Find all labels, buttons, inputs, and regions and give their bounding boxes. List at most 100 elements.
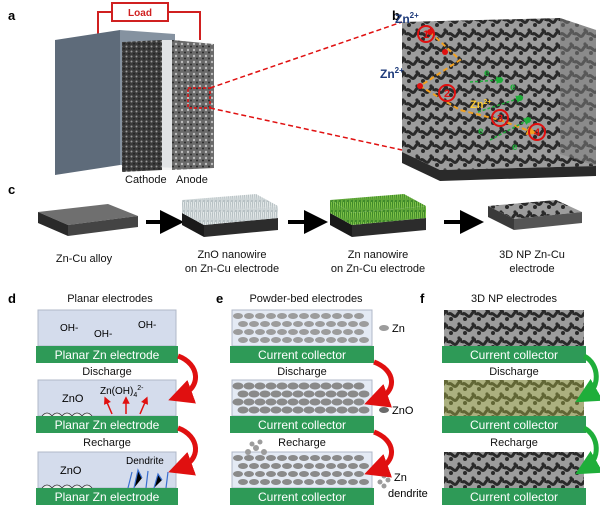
powder-particle — [309, 382, 321, 390]
powder-particle — [265, 382, 277, 390]
ion-charge-top: 2+ — [410, 11, 419, 20]
cathode-label: Cathode — [125, 174, 167, 186]
powder-particle — [255, 313, 265, 319]
panel-label-a: a — [8, 8, 16, 23]
powder-particle — [277, 471, 287, 477]
powder-particle — [342, 382, 354, 390]
powder-particle — [277, 329, 287, 335]
zno-label: ZnO — [62, 393, 84, 405]
powder-particle — [271, 321, 281, 327]
powder-particle — [353, 382, 365, 390]
zn-nanowire-electrode — [330, 194, 426, 237]
panel-e-title: Powder-bed electrodes — [249, 293, 363, 305]
ion-charge-inner: 2+ — [483, 99, 491, 106]
ion-label-inner: Zn — [470, 99, 484, 111]
powder-particle — [238, 479, 248, 485]
powder-particle — [265, 398, 277, 406]
powder-particle — [359, 321, 369, 327]
separator — [162, 40, 172, 170]
process-label-4: 3D NP Zn-Cu — [499, 249, 565, 261]
powder-particle — [320, 382, 332, 390]
powder-particle — [243, 398, 255, 406]
svg-text:Zn(OH)42-: Zn(OH)42- — [100, 385, 144, 399]
powder-particle — [354, 329, 364, 335]
powder-particle — [249, 479, 259, 485]
electron-labels: e e e e — [478, 68, 518, 153]
discharge-arrow — [575, 353, 600, 403]
powder-particle — [266, 455, 276, 461]
process-label-3b: on Zn-Cu electrode — [331, 263, 425, 275]
powder-state-recharged: Current collector Zn dendrite — [230, 439, 428, 505]
np-state-discharged: Current collector — [442, 380, 586, 433]
powder-particle — [282, 321, 292, 327]
process-label-2: ZnO nanowire — [197, 249, 266, 261]
powder-particle — [238, 321, 248, 327]
powder-particle — [288, 313, 298, 319]
np-state-recharged: Current collector — [442, 452, 586, 505]
powder-particle — [244, 313, 254, 319]
anode-label: Anode — [176, 174, 208, 186]
panel-d-title: Planar electrodes — [67, 293, 153, 305]
powder-particle — [310, 329, 320, 335]
hydroxide-label: OH- — [138, 320, 156, 331]
powder-particle — [342, 398, 354, 406]
zn-particle-label: Zn — [392, 323, 405, 335]
powder-particle — [293, 479, 303, 485]
powder-particle — [315, 479, 325, 485]
powder-particle — [315, 337, 325, 343]
hydroxide-label: OH- — [60, 323, 78, 334]
anode-layer — [172, 40, 214, 170]
powder-particle — [233, 471, 243, 477]
powder-particle — [266, 329, 276, 335]
powder-particle — [282, 479, 292, 485]
zincate-label: Zn(OH) — [100, 386, 133, 397]
powder-particle — [232, 398, 244, 406]
powder-particle — [332, 329, 342, 335]
powder-particle — [254, 398, 266, 406]
powder-particle — [260, 479, 270, 485]
ion-label-mid: Zn — [380, 67, 395, 81]
zincate-subscript: 4 — [133, 392, 137, 399]
powder-particle — [337, 337, 347, 343]
powder-particle — [331, 398, 343, 406]
step-2: 2 — [444, 88, 450, 100]
powder-particle — [299, 455, 309, 461]
powder-particle — [298, 398, 310, 406]
powder-particle — [347, 390, 359, 398]
panel-label-f: f — [420, 291, 425, 306]
powder-particle — [315, 463, 325, 469]
powder-particle — [293, 321, 303, 327]
powder-particle — [314, 406, 326, 414]
powder-particle — [314, 390, 326, 398]
recharge-label: Recharge — [490, 437, 538, 449]
powder-particle — [354, 471, 364, 477]
powder-particle — [320, 398, 332, 406]
powder-particle — [238, 463, 248, 469]
electron-path — [469, 76, 532, 141]
powder-particle — [232, 382, 244, 390]
recharge-label: Recharge — [83, 437, 131, 449]
powder-particle — [321, 313, 331, 319]
powder-particle — [343, 313, 353, 319]
powder-particle — [331, 382, 343, 390]
powder-state-initial: Current collector Zn — [230, 309, 405, 363]
powder-particle — [255, 455, 265, 461]
powder-particle — [353, 398, 365, 406]
current-collector-label: Current collector — [470, 490, 558, 504]
zn-cu-alloy-plate — [38, 204, 138, 236]
panel-label-c: c — [8, 182, 15, 197]
powder-state-discharged: Current collector ZnO — [230, 379, 414, 433]
process-label-4b: electrode — [509, 263, 554, 275]
powder-particle — [260, 463, 270, 469]
zno-nanowire-electrode — [182, 194, 278, 237]
powder-particle — [249, 337, 259, 343]
powder-particle — [244, 329, 254, 335]
cube-base — [402, 152, 596, 181]
powder-particle — [321, 471, 331, 477]
powder-particle — [277, 455, 287, 461]
powder-particle — [336, 390, 348, 398]
powder-particle — [270, 390, 282, 398]
cube-body — [402, 18, 596, 170]
powder-particle — [259, 406, 271, 414]
powder-particle — [288, 329, 298, 335]
